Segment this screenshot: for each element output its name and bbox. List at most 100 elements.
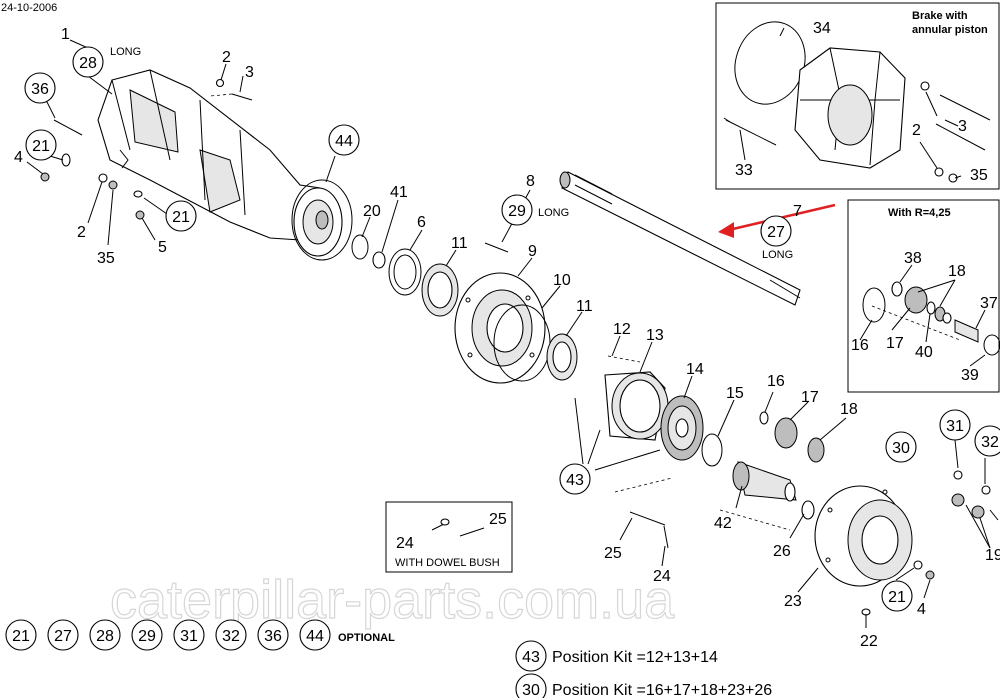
planetary-parts: [629, 411, 825, 549]
label-long-27: LONG: [762, 249, 793, 261]
label-19: 19: [985, 547, 1000, 564]
optional-circle-28: [89, 619, 121, 651]
label-20: 20: [363, 203, 381, 220]
kit-30-number: 30: [522, 682, 540, 698]
part-labels: 1 LONG 2 3 4 2 35 5 20 41 6 11 8 LONG 9 …: [14, 20, 1000, 650]
optional-number-28: 28: [96, 628, 114, 645]
label-1: 1: [61, 26, 70, 43]
circle-36: [24, 72, 56, 104]
optional-number-32: 32: [222, 628, 240, 645]
axle-housing: [97, 69, 353, 261]
label-44: 44: [335, 133, 353, 150]
label-11-b: 11: [576, 298, 593, 315]
circle-21-mid: [165, 200, 197, 232]
wheel-hub: [454, 272, 578, 384]
ratio-inset-title: With R=4,25: [888, 207, 951, 219]
label-18: 18: [840, 401, 858, 418]
circle-31: [939, 409, 971, 441]
label-4-right: 4: [917, 601, 926, 618]
optional-number-44: 44: [306, 628, 324, 645]
kit-43-number: 43: [522, 649, 540, 666]
kit-43-text: Position Kit =12+13+14: [552, 649, 718, 666]
label-35-inset: 35: [970, 167, 988, 184]
label-long-28: LONG: [110, 46, 141, 58]
dowel-inset-frame: [385, 501, 513, 573]
seal-bearing-row: [351, 234, 509, 317]
label-40: 40: [915, 344, 933, 361]
optional-circle-31: [173, 619, 205, 651]
label-2-top: 2: [222, 49, 231, 66]
label-22: 22: [860, 633, 878, 650]
label-21-mid: 21: [172, 209, 190, 226]
label-7: 7: [793, 203, 802, 220]
circle-21-right: [881, 580, 913, 612]
label-16-inset: 16: [851, 337, 869, 354]
label-35-left: 35: [97, 250, 115, 267]
brake-inset-title-1: Brake with: [912, 10, 968, 22]
label-10: 10: [553, 272, 571, 289]
circle-44: [328, 124, 360, 156]
circle-27: [760, 215, 792, 247]
label-16: 16: [767, 373, 785, 390]
label-34: 34: [813, 20, 831, 37]
label-23: 23: [784, 593, 802, 610]
label-43: 43: [566, 472, 584, 489]
label-24-inset: 24: [396, 535, 414, 552]
ring-gear-assembly: [604, 371, 723, 467]
optional-circle-21: [5, 619, 37, 651]
label-long-29: LONG: [538, 207, 569, 219]
label-3-inset: 3: [958, 118, 967, 135]
label-3-top: 3: [245, 64, 254, 81]
optional-circle-36: [257, 619, 289, 651]
circle-29: [501, 194, 533, 226]
optional-label: OPTIONAL: [338, 632, 395, 644]
label-17-inset: 17: [886, 335, 904, 352]
watermark-text: caterpillar-parts.com.ua: [110, 570, 675, 630]
label-13: 13: [646, 327, 664, 344]
label-37: 37: [980, 295, 998, 312]
label-38: 38: [904, 250, 922, 267]
circle-43: [559, 463, 591, 495]
kit-30-text: Position Kit =16+17+18+23+26: [552, 682, 772, 698]
label-6: 6: [417, 214, 426, 231]
kit-43-circle: [515, 640, 547, 672]
dowel-inset-caption: WITH DOWEL BUSH: [395, 557, 500, 569]
label-15: 15: [726, 385, 744, 402]
circle-32: [974, 425, 1000, 457]
brake-inset-title-2: annular piston: [912, 24, 988, 36]
label-31: 31: [946, 418, 964, 435]
label-2-inset: 2: [912, 122, 921, 139]
label-29: 29: [508, 203, 526, 220]
label-24: 24: [653, 568, 671, 585]
label-21-left: 21: [32, 138, 50, 155]
optional-circle-27: [47, 619, 79, 651]
brake-inset-frame: [715, 2, 1000, 190]
brake-inset: Brake with annular piston: [715, 2, 1000, 190]
label-17: 17: [801, 389, 819, 406]
optional-number-21: 21: [12, 628, 30, 645]
optional-circle-44: [299, 619, 331, 651]
half-shaft: [559, 171, 836, 306]
planet-carrier: [801, 470, 999, 616]
label-32: 32: [981, 434, 999, 451]
label-28: 28: [79, 55, 97, 72]
label-5: 5: [158, 239, 167, 256]
dowel-inset: WITH DOWEL BUSH: [385, 501, 513, 573]
assembly-lines: [209, 93, 961, 531]
circle-30: [885, 431, 917, 463]
optional-circle-29: [131, 619, 163, 651]
ratio-inset: With R=4,25: [847, 199, 1000, 393]
housing-hardware: [40, 78, 253, 220]
label-11-a: 11: [451, 235, 468, 252]
diagram-date: 24-10-2006: [1, 2, 57, 14]
label-27: 27: [767, 224, 785, 241]
label-18-inset: 18: [948, 263, 966, 280]
label-36: 36: [31, 81, 49, 98]
circle-28: [72, 46, 104, 78]
label-8: 8: [526, 173, 535, 190]
label-4-left: 4: [14, 149, 23, 166]
circle-21-left: [25, 129, 57, 161]
kit-legend: 43 Position Kit =12+13+14 30 Position Ki…: [515, 640, 772, 698]
